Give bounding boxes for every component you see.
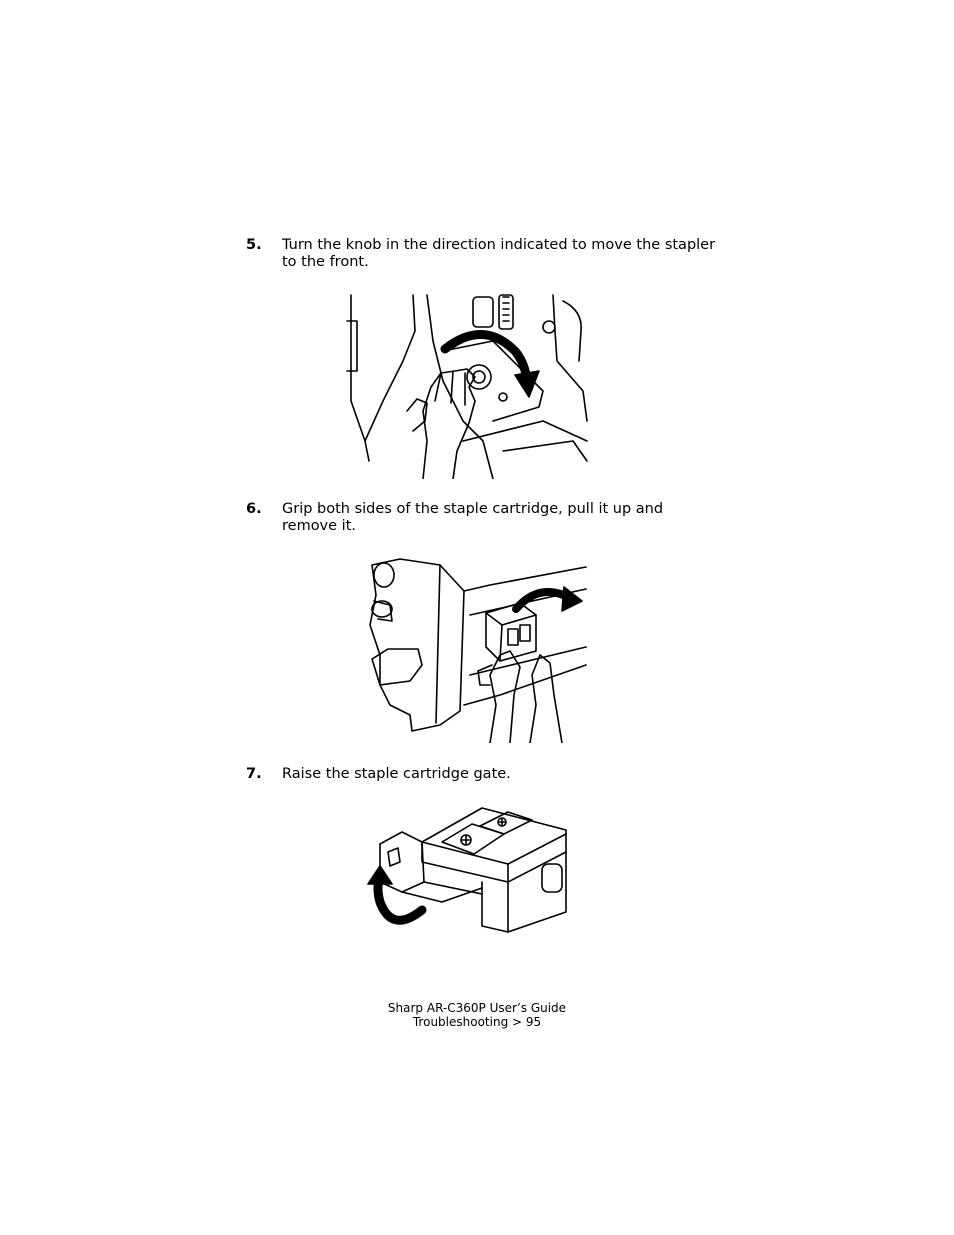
- figure-remove-cartridge: [340, 555, 592, 743]
- figure-raise-gate: [362, 802, 570, 936]
- figure-turn-knob: [343, 291, 591, 479]
- page-footer: Sharp AR-C360P User’s Guide Troubleshoot…: [0, 1001, 954, 1029]
- step-number: 6.: [246, 501, 262, 517]
- step-number: 7.: [246, 766, 262, 782]
- step-number: 5.: [246, 237, 262, 253]
- step-7: 7. Raise the staple cartridge gate.: [246, 766, 716, 783]
- footer-title: Sharp AR-C360P User’s Guide: [387, 1001, 567, 1015]
- step-6: 6. Grip both sides of the staple cartrid…: [246, 501, 716, 535]
- step-5: 5. Turn the knob in the direction indica…: [246, 237, 716, 271]
- step-text: Turn the knob in the direction indicated…: [282, 237, 716, 270]
- step-text: Raise the staple cartridge gate.: [282, 766, 511, 782]
- step-text: Grip both sides of the staple cartridge,…: [282, 501, 664, 534]
- footer-section: Troubleshooting > 95: [412, 1015, 542, 1029]
